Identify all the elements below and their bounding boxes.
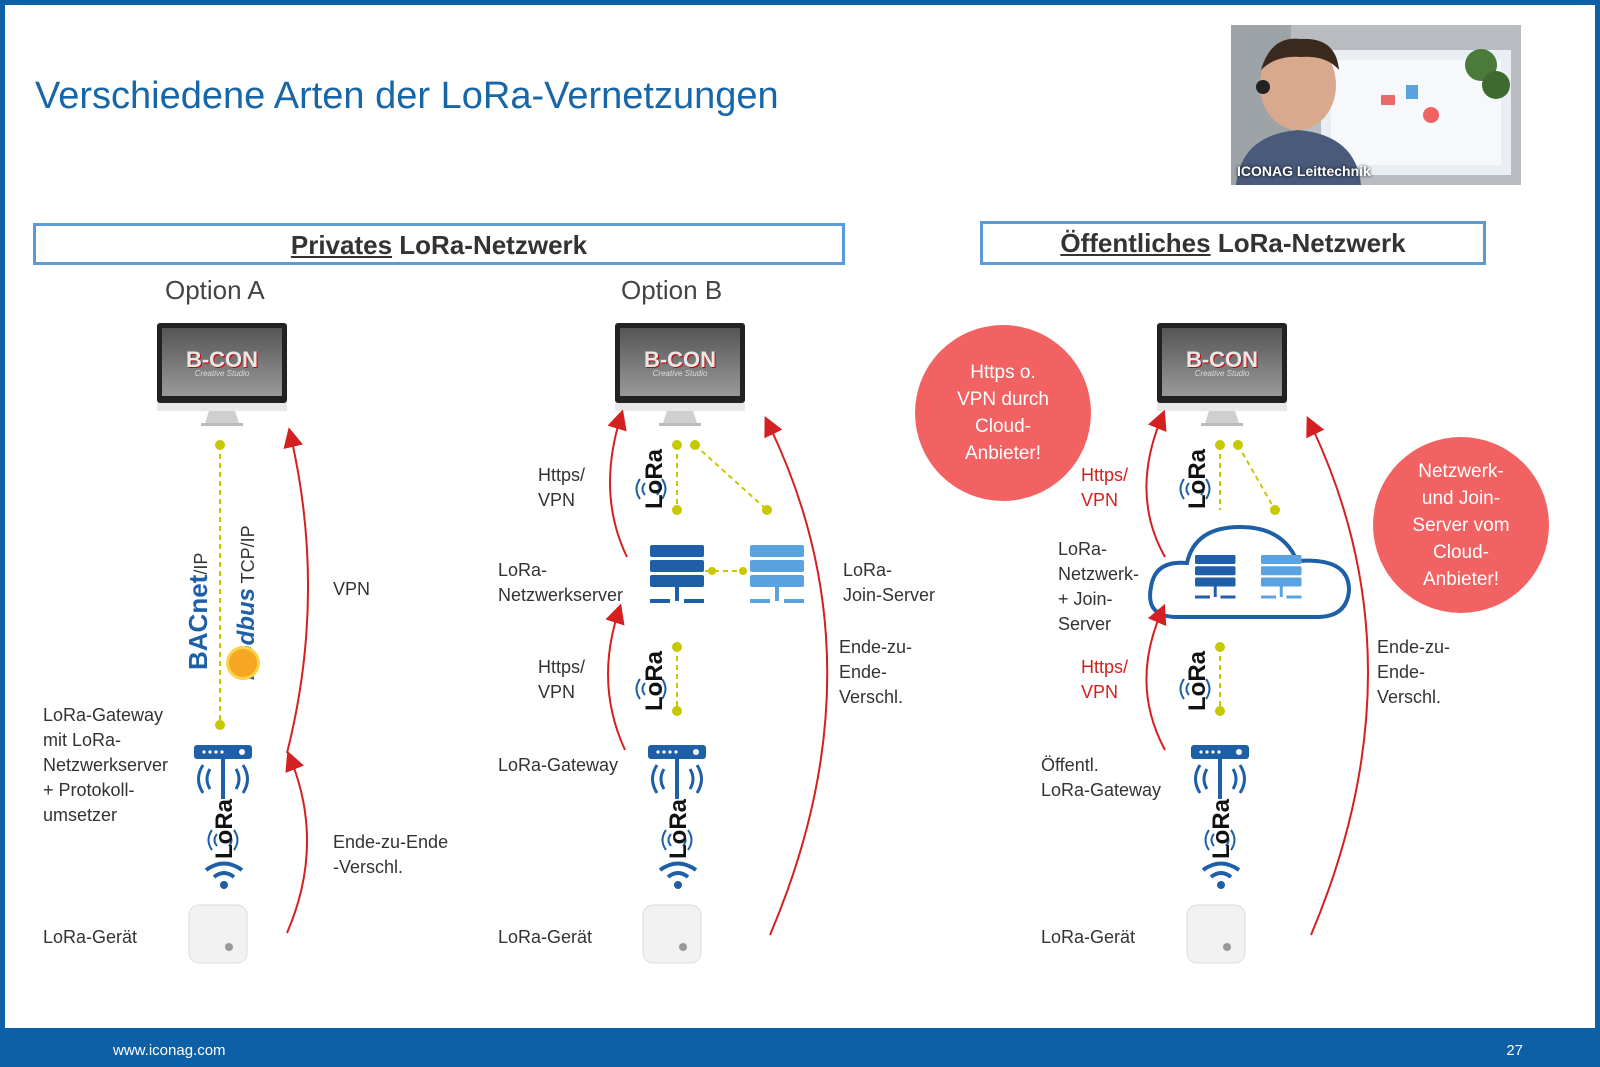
lora-logo-b3: LoRa xyxy=(665,799,692,859)
option-b-e2e-arrow xyxy=(764,415,829,936)
label-a-gateway: LoRa-Gateway mit LoRa- Netzwerkserver + … xyxy=(43,705,169,825)
public-header-rest: LoRa-Netzwerk xyxy=(1210,228,1406,258)
option-c-node-1 xyxy=(1215,440,1225,450)
lora-logo-b2: LoRa xyxy=(641,651,668,711)
option-b-https-arrow-top xyxy=(607,409,628,558)
network-server-icon-b xyxy=(650,545,704,603)
label-b-netserver: LoRa- Netzwerkserver xyxy=(498,560,624,605)
label-b-device: LoRa-Gerät xyxy=(498,927,593,947)
option-b-node-2 xyxy=(690,440,700,450)
webcam-tile[interactable]: ICONAG Leittechnik xyxy=(1231,25,1521,185)
label-c-gateway: Öffentl. LoRa-Gateway xyxy=(1041,755,1162,800)
wifi-icon-a xyxy=(204,861,244,891)
option-b-node-3 xyxy=(672,505,682,515)
modbus-star-icon xyxy=(229,649,257,677)
option-a-node-top xyxy=(215,440,225,450)
option-b-https-arrow-mid xyxy=(605,603,626,751)
wifi-icon-b xyxy=(658,861,698,891)
diagram-canvas xyxy=(157,323,1369,964)
label-a-e2e: Ende-zu-Ende -Verschl. xyxy=(333,832,449,877)
label-c-device: LoRa-Gerät xyxy=(1041,927,1136,947)
private-header-underlined: Privates xyxy=(290,230,393,260)
device-icon-b xyxy=(642,904,702,964)
monitor-brand-a: B-CON xyxy=(185,347,259,372)
gateway-icon-c xyxy=(1189,743,1251,801)
lora-logo-c3: LoRa xyxy=(1208,799,1235,859)
option-c-e2e-arrow xyxy=(1306,415,1369,936)
bacnet-name: BACnet xyxy=(183,574,213,670)
monitor-sub-a: Creative Studio xyxy=(194,369,250,378)
webcam-feed xyxy=(1231,25,1521,185)
option-c-node-3 xyxy=(1270,505,1280,515)
device-icon-c xyxy=(1186,904,1246,964)
cloud-icon xyxy=(1148,524,1352,619)
label-a-vpn: VPN xyxy=(333,579,371,599)
public-header-underlined: Öffentliches xyxy=(1060,228,1211,258)
label-c-https-mid: Https/ VPN xyxy=(1081,657,1129,702)
option-a-label: Option A xyxy=(165,275,265,305)
monitor-logo-a: B-CON Creative Studio xyxy=(167,347,277,378)
bubble-vpn-cloud: Https o. VPN durch Cloud- Anbieter! xyxy=(915,325,1091,501)
option-b-label: Option B xyxy=(621,275,723,305)
option-b-node-1 xyxy=(672,440,682,450)
option-a-vpn-arrow xyxy=(283,427,309,754)
private-network-header: Privates LoRa-Netzwerk xyxy=(33,223,845,265)
option-b-node-4 xyxy=(762,505,772,515)
label-c-https-top: Https/ VPN xyxy=(1081,465,1129,510)
option-b-line-2 xyxy=(694,444,768,511)
footer-bar: www.iconag.com 27 xyxy=(5,1028,1595,1067)
device-icon-a xyxy=(188,904,248,964)
webcam-participant-name: ICONAG Leittechnik xyxy=(1237,163,1371,179)
private-header-rest: LoRa-Netzwerk xyxy=(392,230,588,260)
monitor-logo-c: B-CON Creative Studio xyxy=(1167,347,1277,378)
option-c-node-2 xyxy=(1233,440,1243,450)
gateway-icon-b xyxy=(646,743,708,801)
label-c-server: LoRa- Netzwerk- + Join- Server xyxy=(1058,539,1140,634)
bubble-join-cloud: Netzwerk- und Join- Server vom Cloud- An… xyxy=(1373,437,1549,613)
wifi-icon-c xyxy=(1201,861,1241,891)
option-c-https-arrow-mid xyxy=(1145,603,1167,751)
bacnet-logo: BACnet/IP xyxy=(183,500,213,670)
lora-logo-b1: LoRa xyxy=(641,449,668,509)
label-c-e2e: Ende-zu- Ende- Verschl. xyxy=(1377,637,1451,707)
monitor-logo-b: B-CON Creative Studio xyxy=(625,347,735,378)
gateway-icon-a xyxy=(192,743,254,801)
label-b-joinserver: LoRa- Join-Server xyxy=(843,560,936,605)
option-b-server-link-node-1 xyxy=(708,567,716,575)
monitor-sub-c: Creative Studio xyxy=(1194,369,1250,378)
option-b-node-6 xyxy=(672,706,682,716)
page-number: 27 xyxy=(1506,1042,1523,1059)
modbus-suffix: TCP/IP xyxy=(238,525,258,589)
lora-logo-c2: LoRa xyxy=(1184,651,1211,711)
join-server-icon-b xyxy=(750,545,804,603)
option-b-node-5 xyxy=(672,642,682,652)
option-c-node-4 xyxy=(1215,642,1225,652)
lora-logo-c1: LoRa xyxy=(1184,449,1211,509)
monitor-brand-b: B-CON xyxy=(643,347,717,372)
option-a-node-bottom xyxy=(215,720,225,730)
slide-title: Verschiedene Arten der LoRa-Vernetzungen xyxy=(35,75,779,117)
monitor-sub-b: Creative Studio xyxy=(652,369,708,378)
label-b-https-mid: Https/ VPN xyxy=(538,657,586,702)
label-b-gateway: LoRa-Gateway xyxy=(498,755,619,775)
label-a-device: LoRa-Gerät xyxy=(43,927,138,947)
monitor-brand-c: B-CON xyxy=(1185,347,1259,372)
label-b-e2e: Ende-zu- Ende- Verschl. xyxy=(839,637,913,707)
option-c-node-5 xyxy=(1215,706,1225,716)
option-b-server-link-node-2 xyxy=(739,567,747,575)
option-a-e2e-arrow xyxy=(285,750,308,934)
option-c-https-arrow-top xyxy=(1145,409,1167,558)
option-c-line-2 xyxy=(1237,444,1276,511)
bacnet-suffix: /IP xyxy=(191,552,211,575)
public-network-header: Öffentliches LoRa-Netzwerk xyxy=(980,221,1486,265)
footer-url[interactable]: www.iconag.com xyxy=(113,1042,226,1059)
lora-logo-a: LoRa xyxy=(211,799,238,859)
label-b-https-top: Https/ VPN xyxy=(538,465,586,510)
